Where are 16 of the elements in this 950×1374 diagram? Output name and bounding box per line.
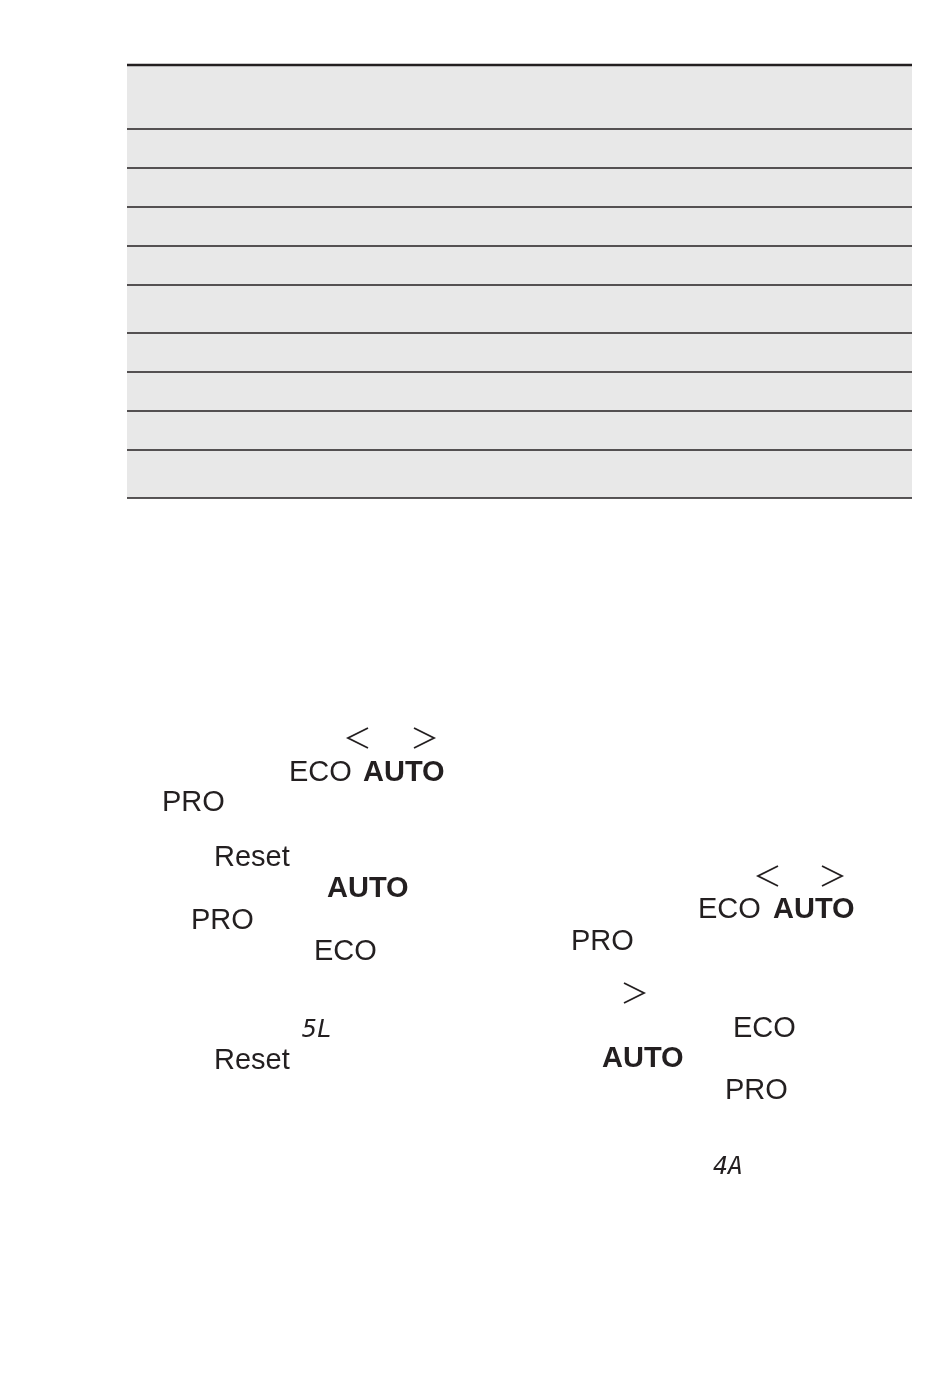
mode-label: Reset	[214, 1045, 290, 1074]
mode-label: AUTO	[363, 757, 445, 786]
display-readout: 5L	[302, 1016, 333, 1041]
mode-label: AUTO	[327, 873, 409, 902]
mode-label: PRO	[571, 926, 634, 955]
mode-label: AUTO	[773, 894, 855, 923]
mode-label: AUTO	[602, 1043, 684, 1072]
mode-label: ECO	[314, 936, 377, 965]
mode-label: ECO	[733, 1013, 796, 1042]
mode-label: PRO	[191, 905, 254, 934]
mode-label: ECO	[698, 894, 761, 923]
mode-label: Reset	[214, 842, 290, 871]
display-readout: 4A	[713, 1153, 744, 1178]
mode-label: PRO	[162, 787, 225, 816]
mode-label: ECO	[289, 757, 352, 786]
mode-label: PRO	[725, 1075, 788, 1104]
